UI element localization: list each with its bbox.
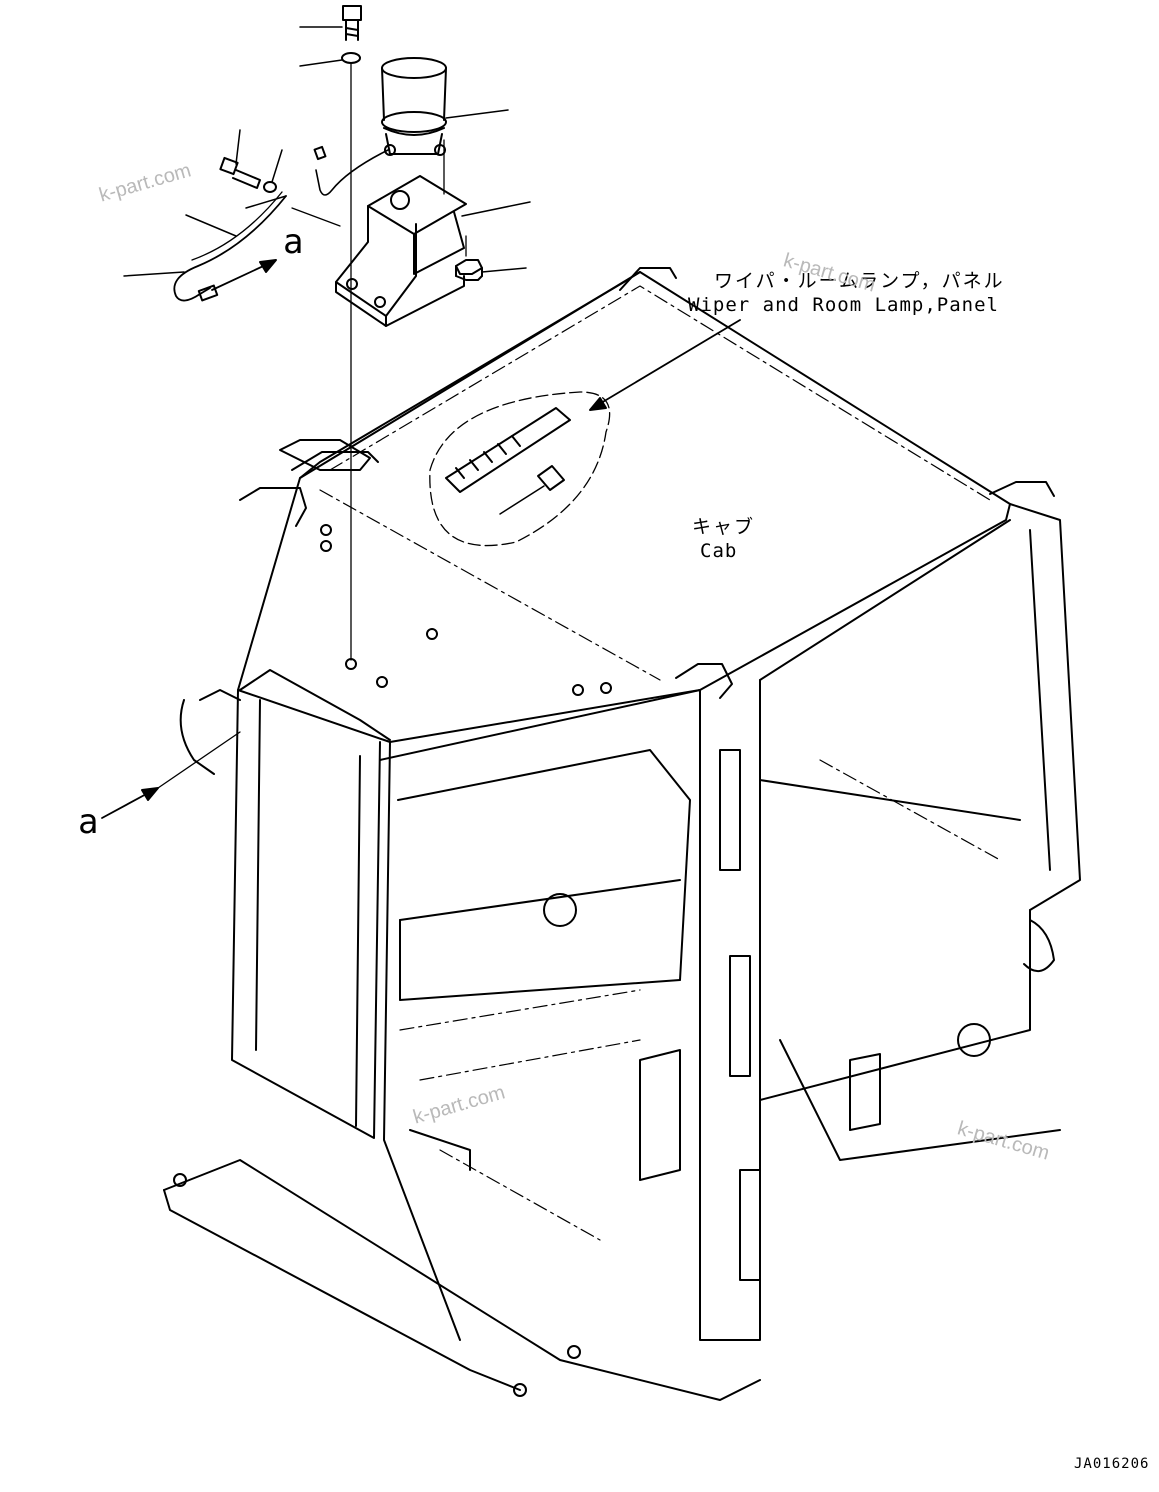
wiper-panel-label-en: Wiper and Room Lamp,Panel (688, 294, 999, 316)
cable-connector (313, 145, 327, 161)
ground-terminal (197, 284, 219, 302)
leader-line (271, 149, 283, 183)
ground-wire (173, 195, 287, 302)
leader-line (461, 201, 531, 217)
cab-frame (163, 503, 1081, 1401)
wiper-panel-label-jp: ワイパ・ルームランプ，パネル (714, 270, 1005, 292)
pointer-to-panel-head (589, 397, 607, 411)
panel-detail-circle (429, 391, 611, 547)
bolt (342, 5, 362, 41)
cab-roof (237, 267, 1055, 743)
view-a-arrowhead (259, 259, 277, 273)
leader-line (185, 214, 237, 237)
leader-line (235, 129, 241, 165)
washer (341, 52, 361, 64)
small-bolt (219, 156, 261, 189)
drawing-code: JA016206 (1074, 1456, 1150, 1472)
roof-dash-edge (319, 285, 991, 681)
pointer-to-panel (595, 319, 741, 407)
cab-label-jp: キャブ (692, 516, 756, 538)
leader-line (481, 267, 527, 273)
leader-line (123, 271, 185, 277)
view-a-callout-lower: a (78, 802, 99, 842)
cab-label-en: Cab (700, 540, 738, 562)
view-a-arrowhead-lower (141, 787, 159, 801)
view-a-callout-upper: a (283, 222, 304, 262)
view-a-leader (157, 731, 241, 789)
leader-line (245, 195, 287, 209)
small-washer (263, 181, 277, 193)
lamp-cable (315, 149, 389, 196)
leader-line (445, 109, 509, 119)
lamp-bracket (335, 175, 467, 327)
leader-line (299, 59, 343, 67)
rotating-lamp (381, 57, 447, 156)
view-a-arrow-lower (101, 791, 151, 819)
nut (455, 259, 483, 281)
frame-dash-line (399, 759, 1001, 1241)
ground-wire (191, 191, 283, 261)
leader-line (291, 207, 341, 227)
